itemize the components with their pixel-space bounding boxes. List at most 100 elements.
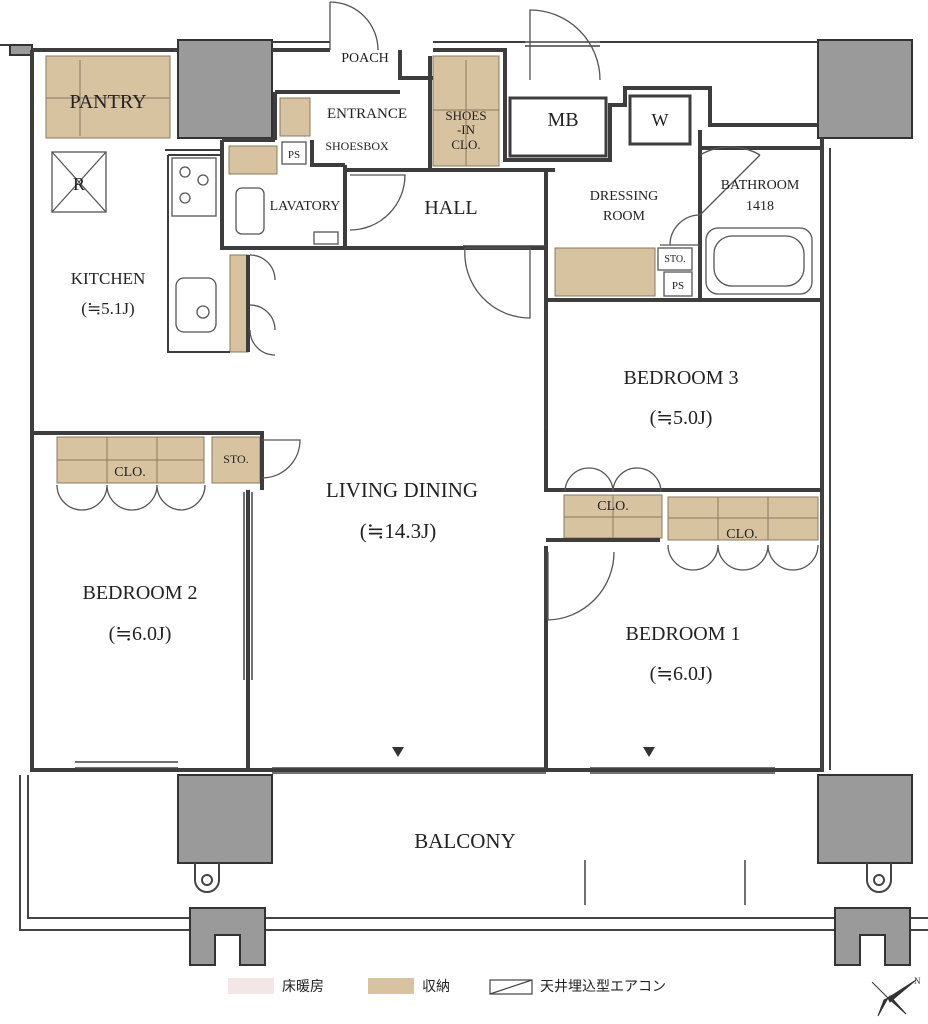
bedroom2-slide xyxy=(243,492,253,680)
bedroom3-closet-doors xyxy=(564,467,662,493)
sink-drain xyxy=(196,305,210,319)
dressing-sofa-storage xyxy=(554,247,656,297)
bathroom-label-line1: BATHROOM xyxy=(721,178,800,193)
shoesbox-storage xyxy=(279,97,311,137)
marker-bedroom1 xyxy=(643,747,655,757)
shoes-label-line2: -IN xyxy=(457,122,476,137)
entrance-walls xyxy=(273,56,505,172)
legend-storage-label: 収納 xyxy=(422,979,450,995)
poach-label: POACH xyxy=(341,51,388,66)
refrigerator-box xyxy=(51,151,107,213)
kitchen-counter xyxy=(165,149,230,353)
living-name: LIVING DINING xyxy=(326,478,478,502)
legend: 床暖房 収納 天井埋込型エアコン xyxy=(228,978,666,995)
bathtub xyxy=(705,227,813,295)
kitchen-name: KITCHEN xyxy=(71,269,146,288)
stove xyxy=(171,157,217,217)
lavatory-storage xyxy=(228,145,278,175)
bedroom2-name: BEDROOM 2 xyxy=(82,582,197,604)
bedroom3-size: (≒5.0J) xyxy=(650,407,713,429)
living-window xyxy=(272,767,546,774)
living-size: (≒14.3J) xyxy=(360,519,437,543)
ps-dressing-label: PS xyxy=(672,280,684,292)
bedroom3-partition xyxy=(544,300,822,492)
window-lines xyxy=(75,41,831,774)
dressing-door-arc xyxy=(660,214,701,246)
closet-dividers xyxy=(46,60,818,540)
svg-text:N: N xyxy=(914,976,921,986)
legend-ac-swatch xyxy=(489,979,533,995)
balcony-footers xyxy=(189,907,911,966)
bedroom2-partition xyxy=(32,431,264,770)
pantry-label: PANTRY xyxy=(69,91,146,113)
legend-storage-swatch xyxy=(368,978,414,994)
column-bottom-left xyxy=(177,774,273,864)
footer-right xyxy=(834,907,911,966)
lavatory-walls xyxy=(220,138,555,250)
burner-3 xyxy=(179,192,191,204)
shoesbox-label: SHOESBOX xyxy=(325,139,389,153)
window-markers xyxy=(392,747,655,757)
bathroom-door-arc xyxy=(699,146,761,216)
lavatory-basin xyxy=(235,187,265,235)
bedroom3-name: BEDROOM 3 xyxy=(623,367,738,389)
legend-ac-diagonal xyxy=(489,979,533,995)
bath-fixtures xyxy=(235,141,813,297)
sto-dressing-label: STO. xyxy=(664,254,685,265)
ps-entrance-label: PS xyxy=(288,149,300,161)
kitchen-size: (≒5.1J) xyxy=(81,299,134,318)
column-bottom-right xyxy=(817,774,913,864)
drain-right-hole xyxy=(873,874,885,886)
dressing-label-line1: DRESSING xyxy=(590,189,658,204)
burner-2 xyxy=(197,174,209,186)
bedroom2-sto-storage xyxy=(211,436,261,484)
bedroom2-sto-door-arc xyxy=(261,439,301,479)
entrance-label: ENTRANCE xyxy=(327,106,407,122)
top-window xyxy=(525,41,600,47)
mb-label: MB xyxy=(547,109,578,131)
refrigerator-cross xyxy=(51,151,107,213)
bedroom1-door-arc xyxy=(547,551,615,621)
right-outer-wall xyxy=(821,148,831,770)
hall-slide xyxy=(463,245,547,430)
hall-door-arc xyxy=(349,174,406,231)
sto-box xyxy=(657,247,693,271)
hall-label: HALL xyxy=(424,197,477,219)
bathroom-label-line2: 1418 xyxy=(746,199,774,214)
mb-box xyxy=(508,96,608,158)
bedroom1-size: (≒6.0J) xyxy=(650,663,713,685)
drain-left xyxy=(194,863,220,893)
washer xyxy=(313,231,339,245)
bedroom2-closet-doors xyxy=(56,484,206,511)
bedroom1-window xyxy=(590,767,775,774)
room-labels: PANTRY POACH ENTRANCE SHOESBOX SHOES -IN… xyxy=(69,51,799,853)
bedroom1-partition xyxy=(544,538,660,770)
legend-ac-label: 天井埋込型エアコン xyxy=(540,979,666,995)
ps-entrance-box xyxy=(281,141,307,165)
north-compass-icon: N xyxy=(871,976,921,1017)
bedroom1-closet-doors xyxy=(667,544,819,571)
top-right-door-arc xyxy=(529,9,601,81)
column-top-mid xyxy=(177,39,273,139)
balcony-outline xyxy=(19,775,928,931)
ps-dressing-box xyxy=(663,271,693,297)
doors xyxy=(56,1,819,621)
w-box xyxy=(628,94,692,146)
top-outer-line xyxy=(0,41,818,46)
bedroom1-closet-a-label: CLO. xyxy=(597,499,629,514)
kitchen-side-storage xyxy=(229,254,249,353)
balcony-label: BALCONY xyxy=(414,829,516,853)
w-label: W xyxy=(652,110,669,130)
legend-floor-heating-label: 床暖房 xyxy=(282,979,324,995)
shoes-label-line3: CLO. xyxy=(451,137,480,152)
bedroom2-sto-label: STO. xyxy=(223,452,248,466)
burner-1 xyxy=(179,166,191,178)
column-top-right xyxy=(817,39,913,139)
bedroom1-name: BEDROOM 1 xyxy=(625,623,740,645)
refrigerator-label: R xyxy=(73,174,85,194)
column-top-left-stub xyxy=(9,44,33,56)
walls xyxy=(0,41,824,772)
bedroom1-closet-b-label: CLO. xyxy=(726,527,758,542)
living-door-arc xyxy=(464,247,531,319)
